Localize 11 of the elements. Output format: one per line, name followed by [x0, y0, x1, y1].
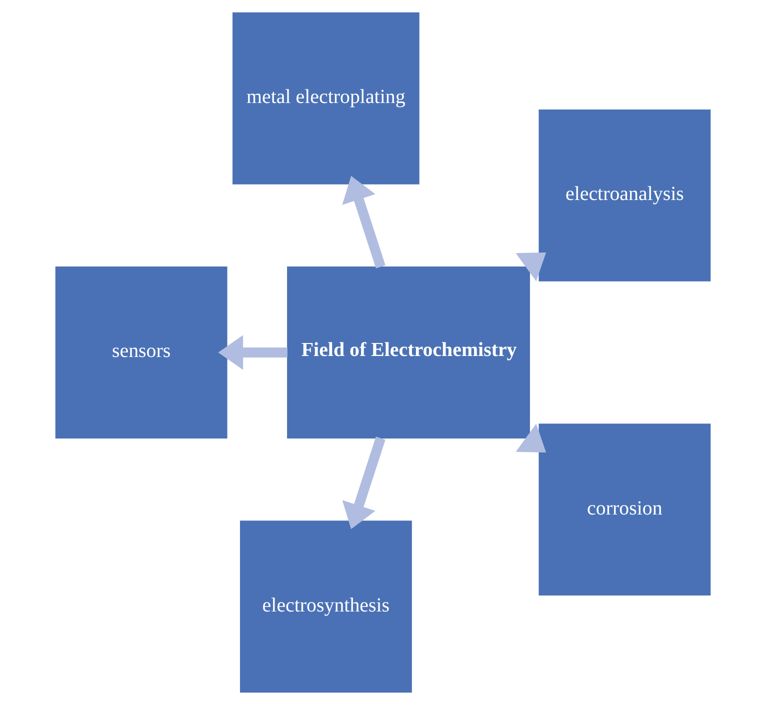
node-box: corrosion	[538, 424, 711, 596]
node-box: sensors	[55, 266, 228, 438]
arrow	[342, 436, 386, 530]
arrow	[516, 252, 546, 282]
arrow	[342, 176, 386, 268]
node-box: metal electroplating	[232, 12, 420, 184]
arrow	[516, 424, 546, 452]
node-box: electroanalysis	[538, 109, 711, 282]
node-box: electrosynthesis	[240, 520, 412, 693]
node-box: Field of Electrochemistry	[287, 266, 530, 438]
arrow	[218, 335, 288, 370]
